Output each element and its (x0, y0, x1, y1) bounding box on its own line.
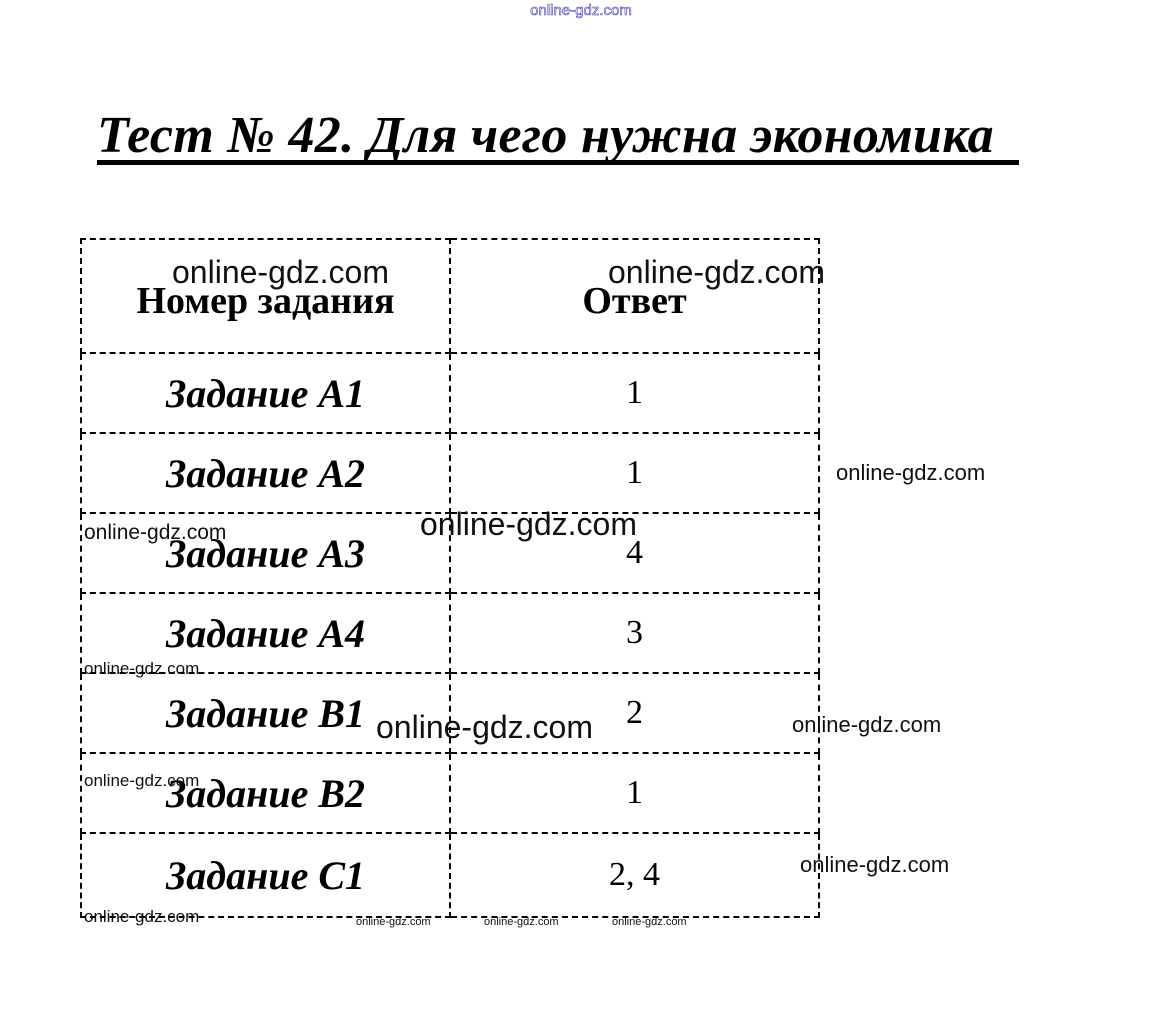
answer-cell: 1 (449, 352, 820, 434)
watermark: online-gdz.com (84, 771, 200, 790)
watermark: online-gdz.com (172, 254, 389, 290)
answer-cell: 4 (449, 512, 820, 594)
table-header-row: Номер задания Ответ (80, 238, 820, 354)
page-title: Тест № 42. Для чего нужна экономика (97, 107, 994, 164)
watermark: online-gdz.com (420, 506, 637, 542)
answers-table: Номер задания Ответ Задание А1 1 Задание… (80, 238, 820, 918)
watermark: online-gdz.com (84, 659, 200, 678)
watermark: online-gdz.com (836, 460, 986, 485)
task-cell: Задание В1 (80, 672, 451, 754)
top-watermark: online-gdz.com (530, 2, 632, 20)
answer-cell: 1 (449, 432, 820, 514)
table-row: Задание В2 1 (80, 752, 820, 834)
watermark: online-gdz.com (484, 916, 559, 928)
title-underline (97, 160, 1019, 165)
task-cell: Задание А1 (80, 352, 451, 434)
header-task-number: Номер задания (80, 238, 451, 354)
watermark: online-gdz.com (612, 916, 687, 928)
task-cell: Задание А2 (80, 432, 451, 514)
watermark: online-gdz.com (84, 521, 227, 544)
table-row: Задание А4 3 (80, 592, 820, 674)
watermark: online-gdz.com (800, 852, 950, 877)
answer-cell: 1 (449, 752, 820, 834)
header-answer: Ответ (449, 238, 820, 354)
table-row: Задание С1 2, 4 (80, 832, 820, 918)
table-row: Задание В1 2 (80, 672, 820, 754)
watermark: online-gdz.com (792, 712, 942, 737)
table-row: Задание А2 1 (80, 432, 820, 514)
task-cell: Задание В2 (80, 752, 451, 834)
watermark: online-gdz.com (608, 254, 825, 290)
watermark: online-gdz.com (84, 907, 200, 926)
watermark: online-gdz.com (376, 709, 593, 745)
task-cell: Задание С1 (80, 832, 451, 918)
table-row: Задание А3 4 (80, 512, 820, 594)
answer-cell: 3 (449, 592, 820, 674)
answer-cell: 2 (449, 672, 820, 754)
watermark: online-gdz.com (356, 916, 431, 928)
task-cell: Задание А3 (80, 512, 451, 594)
answer-cell: 2, 4 (449, 832, 820, 918)
task-cell: Задание А4 (80, 592, 451, 674)
table-row: Задание А1 1 (80, 352, 820, 434)
